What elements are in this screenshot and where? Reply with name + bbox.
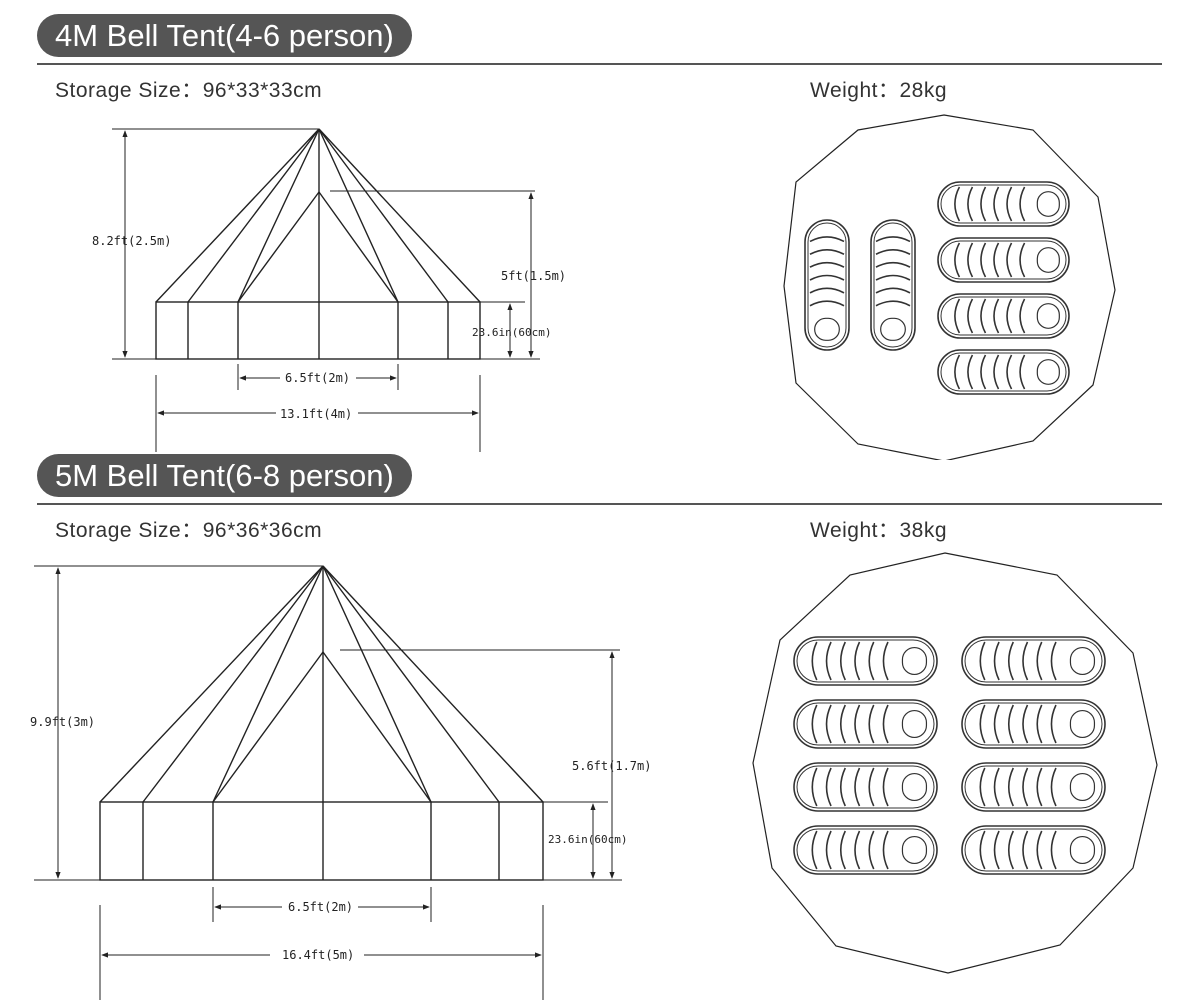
- sleeping-bag-icon: [937, 349, 1070, 395]
- door-height-label: 5ft(1.5m): [501, 269, 566, 283]
- sleeping-bag-icon: [793, 825, 938, 875]
- divider: [37, 503, 1162, 505]
- storage-size: Storage Size：96*33*33cm: [55, 79, 323, 102]
- sleeping-bag-icon: [793, 699, 938, 749]
- sleeping-bag-icon: [793, 636, 938, 686]
- sleeping-bag-icon: [937, 293, 1070, 339]
- diameter-label: 16.4ft(5m): [282, 948, 354, 962]
- tent-elevation: [99, 565, 544, 881]
- weight: Weight：38kg: [810, 519, 948, 542]
- sleeping-bags-group: [804, 181, 1070, 395]
- tent-elevation: [155, 128, 481, 360]
- sleeping-bag-icon: [961, 825, 1106, 875]
- tent-5m-diagram: 9.9ft(3m) 5.6ft(1.7m) 23.6in(60cm) 6.5ft…: [30, 552, 1158, 1000]
- height-label: 8.2ft(2.5m): [92, 234, 171, 248]
- wall-height-label: 23.6in(60cm): [548, 833, 627, 846]
- section-title: 4M Bell Tent(4-6 person): [37, 14, 412, 57]
- wall-height-label: 23.6in(60cm): [472, 326, 551, 339]
- section-title: 5M Bell Tent(6-8 person): [37, 454, 412, 497]
- sleeping-bag-icon: [870, 219, 916, 351]
- dimension-lines: [112, 128, 540, 452]
- height-label: 9.9ft(3m): [30, 715, 95, 729]
- sleeping-bag-icon: [804, 219, 850, 351]
- sleeping-bag-icon: [937, 237, 1070, 283]
- tent-4m-diagram: 8.2ft(2.5m) 5ft(1.5m) 23.6in(60cm) 6.5ft…: [92, 114, 1116, 460]
- sleeping-bags-group: [793, 636, 1106, 875]
- sleeping-bag-icon: [793, 762, 938, 812]
- tent-section-5m: 5M Bell Tent(6-8 person) Storage Size：96…: [0, 440, 1200, 1000]
- sleeping-bag-icon: [961, 699, 1106, 749]
- dimension-lines: [34, 565, 622, 1000]
- floor-plan-icon: [752, 552, 1158, 974]
- weight: Weight：28kg: [810, 79, 948, 102]
- tent-section-4m: 4M Bell Tent(4-6 person) Storage Size：96…: [37, 14, 1162, 460]
- storage-size: Storage Size：96*36*36cm: [55, 519, 323, 542]
- door-width-label: 6.5ft(2m): [288, 900, 353, 914]
- sleeping-bag-icon: [961, 636, 1106, 686]
- door-width-label: 6.5ft(2m): [285, 371, 350, 385]
- diameter-label: 13.1ft(4m): [280, 407, 352, 421]
- floor-plan-icon: [783, 114, 1116, 460]
- door-height-label: 5.6ft(1.7m): [572, 759, 651, 773]
- sleeping-bag-icon: [937, 181, 1070, 227]
- sleeping-bag-icon: [961, 762, 1106, 812]
- divider: [37, 63, 1162, 65]
